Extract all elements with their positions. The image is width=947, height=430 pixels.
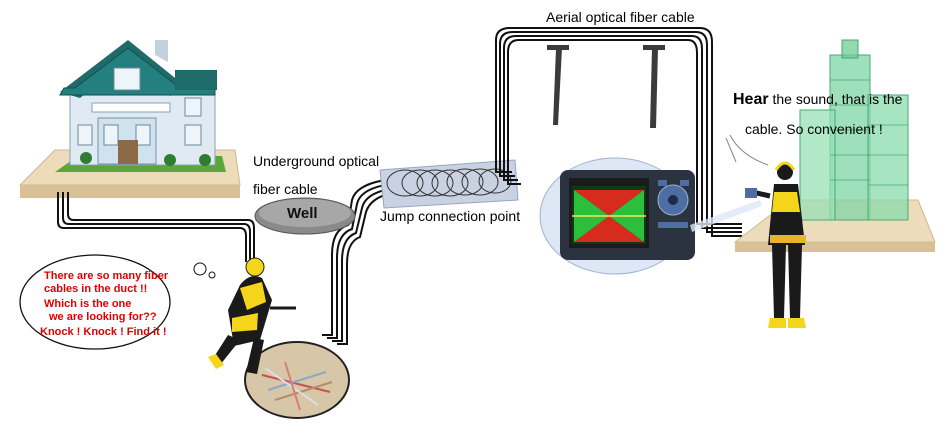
- otdr-device-icon: [539, 157, 762, 275]
- utility-pole-icon: [547, 45, 665, 128]
- bubble-line-4: we are looking for??: [49, 311, 157, 323]
- worker-icon: [208, 257, 350, 419]
- jump-connection-label: Jump connection point: [380, 208, 521, 224]
- cable-coil-icon: [379, 159, 519, 209]
- bubble-line-2: cables in the duct !!: [44, 283, 148, 295]
- technician-icon: [745, 161, 806, 328]
- aerial-cables: [495, 27, 742, 237]
- speech-bubble: [19, 254, 216, 350]
- underground-cable-label-line1: Underground optical: [253, 153, 380, 169]
- well-label: Well: [287, 205, 318, 222]
- aerial-cable-label: Aerial optical fiber cable: [546, 9, 695, 25]
- caption-line1-rest: the sound, that is the: [768, 91, 903, 107]
- well-icon: [254, 197, 356, 235]
- duct-cables: [322, 179, 386, 345]
- underground-cables: [57, 192, 255, 262]
- bubble-line-1: There are so many fiber: [44, 270, 169, 282]
- underground-cable-label-line2: fiber cable: [253, 181, 318, 197]
- caption-bubble-tail: [725, 134, 769, 166]
- caption-emphasis: Hear: [733, 91, 769, 108]
- building-icon: [799, 39, 909, 221]
- house-icon: [59, 40, 217, 166]
- bubble-line-3: Which is the one: [44, 298, 132, 310]
- caption-right-line2: cable. So convenient !: [745, 121, 883, 137]
- bubble-line-5: Knock ! Knock ! Find it !: [40, 326, 167, 338]
- caption-right-line1: Hear the sound, that is the: [733, 91, 902, 109]
